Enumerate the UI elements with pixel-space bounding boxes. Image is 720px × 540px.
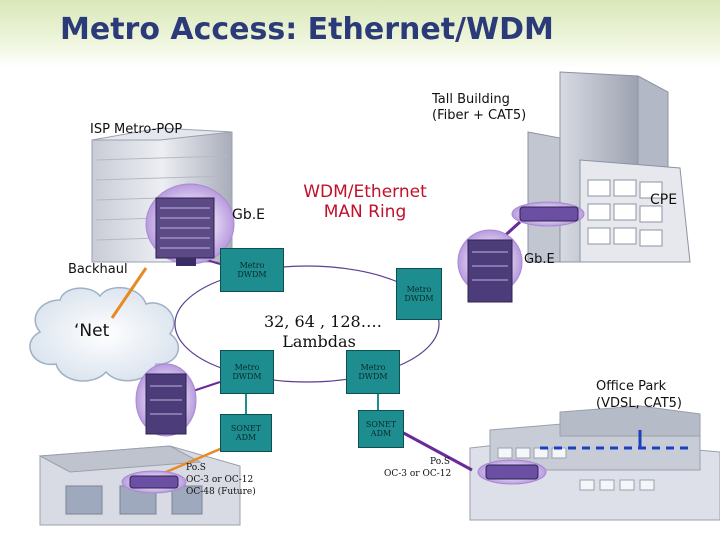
metro-top-line1: Metro <box>239 261 265 270</box>
sonet-left-line2: ADM <box>235 433 257 442</box>
office-park-line1: Office Park <box>596 379 667 394</box>
metro-right-line1: Metro <box>406 285 432 294</box>
pop-router <box>145 183 235 266</box>
pos-right-line2: OC-3 or OC-12 <box>384 469 452 479</box>
gbe-right-label: Gb.E <box>524 252 555 267</box>
cpe-switch <box>511 201 585 227</box>
page-number: 89 <box>695 526 706 536</box>
metro-bl-line2: DWDM <box>232 372 262 381</box>
tall-building-line2: (Fiber + CAT5) <box>432 108 527 123</box>
tall-building-line1: Tall Building <box>432 92 510 107</box>
metro-bl-line1: Metro <box>234 363 260 372</box>
ring-title-line1: WDM/Ethernet <box>303 182 427 202</box>
right-router <box>457 229 523 303</box>
pos-left-line2: OC-3 or OC-12 <box>186 475 254 485</box>
wdm-ring <box>174 265 440 383</box>
isp-pop-label: ISP Metro-POP <box>90 122 183 137</box>
lambdas-line2: Lambdas <box>282 332 356 351</box>
tall-building-label: Tall Building (Fiber + CAT5) <box>432 92 526 124</box>
pos-right-label: Po.S OC-3 or OC-12 <box>384 456 452 480</box>
office-park <box>469 405 720 521</box>
tall-building <box>527 71 691 263</box>
sonet-left-line1: SONET <box>230 424 262 433</box>
bottom-left-router <box>135 363 197 437</box>
metro-br-line1: Metro <box>360 363 386 372</box>
metro-right-line2: DWDM <box>404 294 434 303</box>
cpe-label: CPE <box>650 192 678 208</box>
internet-cloud <box>29 286 180 382</box>
backhaul-label: Backhaul <box>68 262 128 277</box>
pos-left-line3: OC-48 (Future) <box>186 487 256 497</box>
pos-right-line1: Po.S <box>430 457 450 467</box>
pos-left-line1: Po.S <box>186 463 206 473</box>
backhaul-link <box>110 267 148 319</box>
lambdas-line1: 32, 64 , 128…. <box>264 312 382 331</box>
metro-br-line2: DWDM <box>358 372 388 381</box>
sonet-right-line1: SONET <box>365 420 397 429</box>
ring-title: WDM/Ethernet MAN Ring <box>300 182 430 222</box>
pos-left-label: Po.S OC-3 or OC-12 OC-48 (Future) <box>186 462 256 498</box>
sonet-right-link <box>397 428 473 472</box>
ring-title-line2: MAN Ring <box>323 202 407 222</box>
office-park-line2: (VDSL, CAT5) <box>596 396 682 411</box>
office-switch <box>477 459 547 485</box>
sonet-right-line2: ADM <box>370 429 392 438</box>
slide-title: Metro Access: Ethernet/WDM <box>60 12 554 47</box>
lambdas-label: 32, 64 , 128…. Lambdas <box>264 312 382 352</box>
header-band <box>0 0 720 68</box>
gbe-left-label: Gb.E <box>232 207 266 223</box>
net-label: ‘Net <box>74 321 110 341</box>
metro-top-line2: DWDM <box>237 270 267 279</box>
office-park-label: Office Park (VDSL, CAT5) <box>596 378 682 412</box>
retail-switch <box>121 470 187 494</box>
